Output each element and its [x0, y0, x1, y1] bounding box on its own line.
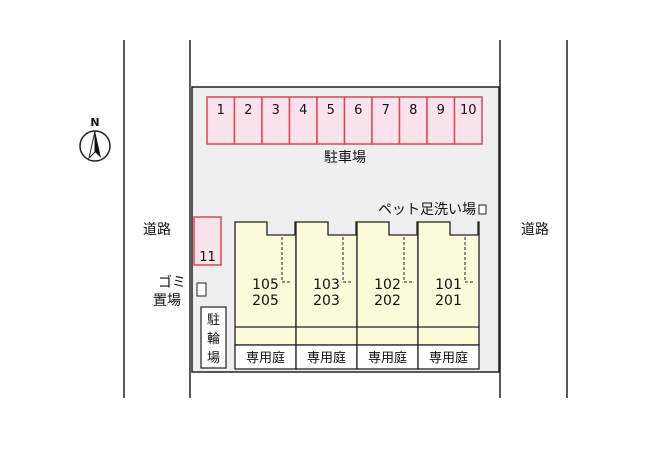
parking-space-11: 11: [193, 216, 222, 266]
north-label: N: [90, 116, 99, 129]
parking-space: 6: [343, 96, 373, 145]
parking-space-number: 11: [199, 250, 216, 265]
parking-space-number: 7: [382, 103, 390, 118]
unit-number-upper: 102: [374, 277, 401, 293]
parking-space-number: 6: [354, 103, 362, 118]
parking-row: 1 2 3 4 5 6 7 8 9 10: [206, 96, 483, 145]
parking-space: 8: [398, 96, 428, 145]
parking-lot-label: 駐車場: [324, 149, 366, 166]
parking-space: 2: [233, 96, 263, 145]
parking-space-number: 4: [299, 103, 307, 118]
unit-number-lower: 203: [313, 293, 340, 309]
parking-space: 5: [316, 96, 346, 145]
parking-space: 10: [453, 96, 483, 145]
bicycle-label-char3: 場: [207, 351, 220, 366]
parking-space-number: 5: [327, 103, 335, 118]
bicycle-label-char1: 駐: [207, 313, 220, 328]
road-label-left: 道路: [143, 222, 171, 238]
parking-space: 1: [206, 96, 236, 145]
road-label-right: 道路: [521, 222, 549, 238]
unit-number-lower: 202: [374, 293, 401, 309]
faucet-icon: [478, 204, 487, 215]
bicycle-parking: 駐 輪 場: [200, 306, 227, 369]
parking-space-number: 1: [217, 103, 225, 118]
parking-space-number: 2: [244, 103, 252, 118]
unit-number-lower: 205: [252, 293, 279, 309]
private-garden-label: 専用庭: [307, 350, 346, 366]
parking-space: 9: [426, 96, 456, 145]
private-garden-label: 専用庭: [429, 350, 468, 366]
bicycle-label-char2: 輪: [207, 331, 220, 347]
parking-space-number: 3: [272, 103, 280, 118]
parking-space-number: 8: [409, 103, 417, 118]
parking-space: 4: [288, 96, 318, 145]
parking-space-number: 10: [460, 103, 477, 118]
private-garden-label: 専用庭: [368, 350, 407, 366]
garbage-label-line2: 置場: [153, 293, 181, 309]
unit-number-upper: 103: [313, 277, 340, 293]
parking-space: 7: [371, 96, 401, 145]
pet-wash-label: ペット足洗い場: [378, 202, 476, 218]
parking-space-number: 9: [437, 103, 445, 118]
unit-number-upper: 101: [435, 277, 462, 293]
private-garden-label: 専用庭: [246, 350, 285, 366]
north-compass-icon: N: [79, 116, 111, 162]
garbage-label-line1: ゴミ: [158, 274, 186, 291]
unit-number-upper: 105: [252, 277, 279, 293]
parking-space: 3: [261, 96, 291, 145]
unit-number-lower: 201: [435, 293, 462, 309]
garbage-box-icon: [196, 282, 207, 297]
